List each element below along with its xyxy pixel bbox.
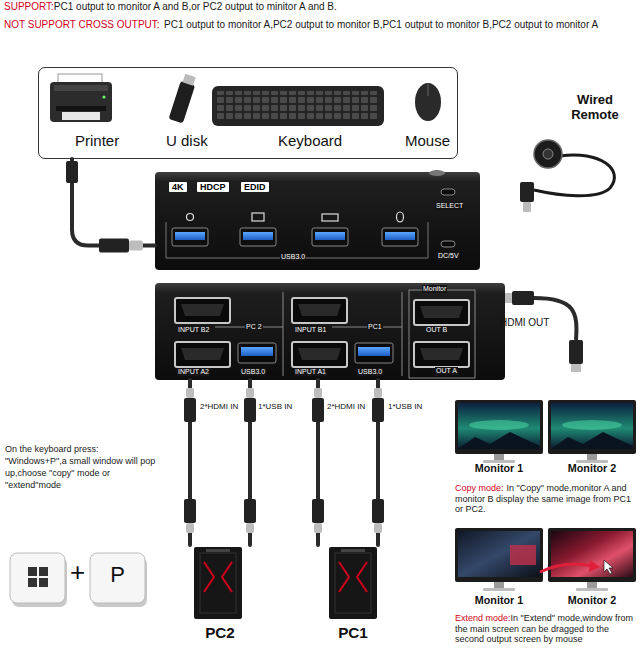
note-heading: SUPPORT: — [4, 1, 54, 12]
port-label: PC1 — [367, 323, 383, 331]
key-letter: P — [90, 562, 145, 588]
part-name: Wired Remote — [556, 92, 634, 122]
port-label: USB3.0 — [357, 368, 383, 376]
cable-plug — [374, 523, 382, 533]
cable-plug — [186, 388, 194, 398]
cable-line — [72, 159, 155, 246]
feature-badge: 4K — [169, 182, 187, 192]
mode-heading: Copy mode: — [455, 483, 504, 493]
note-heading: NOT SUPPORT CROSS OUTPUT: — [4, 19, 160, 31]
kvm-front-panel: 4K HDCP EDID SELECT USB3.0 DC/5V — [155, 172, 480, 270]
cable-plug — [186, 523, 194, 533]
cable-label: 2*HDMI IN — [327, 402, 365, 411]
feature-badge: HDCP — [197, 182, 229, 192]
keyboard-keys — [10, 553, 147, 607]
cable-plug — [312, 499, 324, 523]
cable-plug — [312, 398, 324, 422]
cable — [66, 159, 155, 253]
note-text: PC1 output to monitor A,PC2 output to mo… — [164, 19, 636, 31]
pc-box: PC2 — [180, 545, 260, 647]
port-label: INPUT A2 — [177, 368, 210, 376]
monitor-box: Monitor 2 — [546, 526, 638, 610]
mode-heading: Extend mode: — [455, 613, 511, 623]
monitor-box: Monitor 1 — [453, 398, 545, 478]
cable-plug — [129, 241, 143, 251]
cable — [312, 380, 324, 545]
monitor-caption: Monitor 1 — [453, 594, 545, 606]
cable — [244, 380, 256, 545]
cable-label: 2*HDMI IN — [200, 402, 238, 411]
feature-badge: EDID — [241, 182, 269, 192]
cable-plug — [374, 388, 382, 398]
cable-plug — [244, 398, 256, 422]
text-line: Extend mode:In "Extend" mode,window from… — [455, 613, 637, 645]
monitor-caption: Monitor 2 — [546, 462, 638, 474]
pc-caption: PC2 — [180, 624, 260, 642]
port-label: DC/5V — [437, 252, 460, 260]
text-line: Copy mode:In "Copy" mode,monitor A and m… — [455, 483, 637, 515]
cable-plug — [99, 239, 129, 253]
port-label: OUT B — [425, 326, 448, 334]
port-label: PC 2 — [245, 323, 263, 331]
note-text: PC1 output to monitor A and B,or PC2 out… — [54, 1, 337, 12]
device-caption: U disk — [166, 132, 208, 149]
port-label: OUT A — [435, 367, 458, 375]
cable-plug — [246, 523, 254, 533]
device-caption: Keyboard — [278, 132, 342, 149]
mouse-icon — [415, 83, 441, 121]
port-label: INPUT B1 — [294, 326, 327, 334]
monitor-box: Monitor 2 — [546, 398, 638, 478]
port-label: USB3.0 — [280, 253, 306, 261]
port-label: USB3.0 — [240, 368, 266, 376]
cable-label: 1*USB IN — [388, 402, 422, 411]
hdmi-out-cable — [505, 291, 583, 372]
monitor-caption: Monitor 2 — [546, 594, 638, 606]
printer-icon — [50, 74, 112, 122]
cable-plug — [184, 398, 196, 422]
cable-plug — [246, 388, 254, 398]
part-name: HDMI OUT — [500, 317, 549, 328]
cable-plug — [244, 499, 256, 523]
cable-plug — [184, 499, 196, 523]
kvm-back-body — [155, 283, 505, 380]
kvm-back-panel: MonitorINPUT B2 PC 2 INPUT B1 PC1 OUT B INPUT… — [155, 283, 505, 380]
cable-plug — [314, 523, 322, 533]
pc-box: PC1 — [308, 545, 398, 647]
port-label: Monitor — [422, 285, 447, 293]
plus-sign: + — [70, 557, 85, 587]
port-label: INPUT A1 — [294, 368, 327, 376]
pc-caption: PC1 — [308, 624, 398, 642]
port-label: INPUT B2 — [177, 326, 210, 334]
cable-label: 1*USB IN — [258, 402, 292, 411]
port-label: SELECT — [435, 202, 464, 210]
device-group-box: Printer U disk Keyboard Mouse — [38, 67, 458, 159]
pc-tower — [194, 547, 377, 619]
kvm-front-body — [155, 170, 480, 270]
monitor-icon — [455, 400, 636, 591]
cable-plug — [372, 499, 384, 523]
monitor-caption: Monitor 1 — [453, 462, 545, 474]
cable-plug — [372, 398, 384, 422]
keyboard-icon — [212, 86, 384, 126]
cable-plug — [66, 161, 78, 183]
text-line: SUPPORT:PC1 output to monitor A and B,or… — [4, 1, 634, 13]
device-caption: Printer — [75, 132, 119, 149]
cable — [372, 380, 384, 545]
device-caption: Mouse — [405, 132, 450, 149]
cable-plug — [314, 388, 322, 398]
instruction-note: On the keyboard press: "Windows+P",a sma… — [5, 443, 157, 491]
wired-remote-icon — [520, 140, 614, 212]
monitor-box: Monitor 1 — [453, 526, 545, 610]
cable — [184, 380, 196, 545]
usb-disk-icon — [169, 73, 198, 123]
